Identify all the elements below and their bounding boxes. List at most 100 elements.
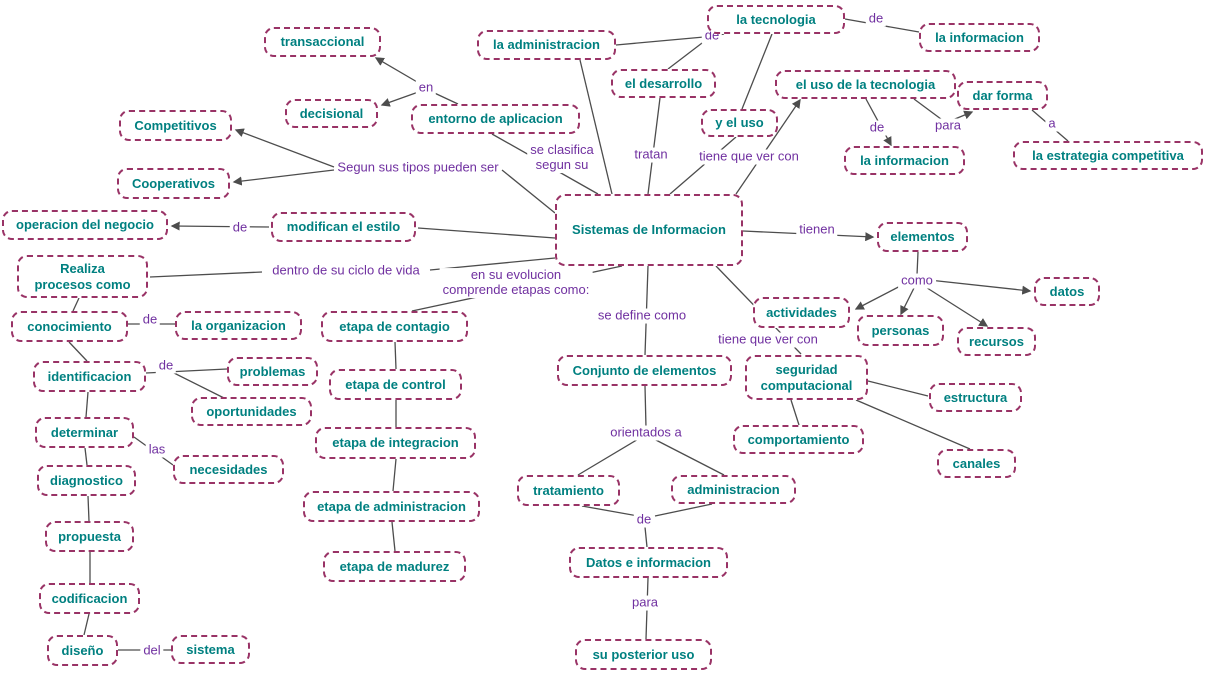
- node-el-uso-de-la-tecnologia[interactable]: el uso de la tecnologia: [775, 70, 956, 99]
- link-label: para: [931, 118, 965, 134]
- node-elementos[interactable]: elementos: [877, 222, 968, 252]
- link-label: de: [633, 512, 655, 528]
- node-administracion[interactable]: administracion: [671, 475, 796, 504]
- link-label: se define como: [594, 308, 690, 324]
- node-sistema[interactable]: sistema: [171, 635, 250, 664]
- node-transaccional[interactable]: transaccional: [264, 27, 381, 57]
- link-label: tratan: [631, 147, 671, 163]
- edge-line: [392, 458, 397, 492]
- link-label: de: [866, 120, 888, 136]
- edge-line: [867, 380, 929, 397]
- node-cooperativos[interactable]: Cooperativos: [117, 168, 230, 199]
- node-la-tecnologia[interactable]: la tecnologia: [707, 5, 845, 34]
- node-identificacion[interactable]: identificacion: [33, 361, 146, 392]
- link-label: dentro de su ciclo de vida: [269, 263, 423, 279]
- node-y-el-uso[interactable]: y el uso: [701, 109, 778, 137]
- edge-line: [167, 369, 225, 399]
- node-diagnostico[interactable]: diagnostico: [37, 465, 136, 496]
- link-label: Segun sus tipos pueden ser: [334, 160, 502, 176]
- node-diseno[interactable]: diseño: [47, 635, 118, 666]
- node-seguridad-computacional[interactable]: seguridad computacional: [745, 355, 868, 400]
- node-recursos[interactable]: recursos: [957, 327, 1036, 356]
- node-necesidades[interactable]: necesidades: [173, 455, 284, 484]
- node-su-posterior-uso[interactable]: su posterior uso: [575, 639, 712, 670]
- link-label: a: [1045, 116, 1059, 132]
- edge-line: [429, 257, 556, 271]
- node-conjunto-de-elementos[interactable]: Conjunto de elementos: [557, 355, 732, 386]
- edge-line: [654, 503, 713, 517]
- edge-line: [501, 169, 556, 214]
- edge-line: [149, 271, 263, 278]
- node-estructura[interactable]: estructura: [929, 383, 1022, 412]
- link-label: se clasifica segun su: [527, 142, 597, 173]
- link-label: tiene que ver con: [696, 149, 802, 165]
- node-comportamiento[interactable]: comportamiento: [733, 425, 864, 454]
- edge-line: [900, 285, 916, 316]
- node-oportunidades[interactable]: oportunidades: [191, 397, 312, 426]
- edge-line: [85, 391, 89, 418]
- node-codificacion[interactable]: codificacion: [39, 583, 140, 614]
- node-decisional[interactable]: decisional: [285, 99, 378, 128]
- node-etapa-de-administracion[interactable]: etapa de administracion: [303, 491, 480, 522]
- edge-line: [651, 437, 725, 476]
- edge-line: [928, 279, 1032, 295]
- edge-line: [735, 98, 801, 195]
- edge-line: [790, 399, 800, 426]
- node-operacion-del-negocio[interactable]: operacion del negocio: [2, 210, 168, 240]
- node-etapa-de-integracion[interactable]: etapa de integracion: [315, 427, 476, 459]
- edge-line: [916, 251, 919, 276]
- edge-line: [391, 521, 396, 552]
- node-actividades[interactable]: actividades: [753, 297, 850, 328]
- edge-line: [741, 33, 773, 110]
- edge-line: [923, 285, 989, 327]
- edge-line: [232, 169, 335, 186]
- node-la-informacion-2[interactable]: la informacion: [844, 146, 965, 175]
- node-la-administracion[interactable]: la administracion: [477, 30, 616, 60]
- node-canales[interactable]: canales: [937, 449, 1016, 478]
- node-personas[interactable]: personas: [857, 315, 944, 346]
- node-la-informacion-1[interactable]: la informacion: [919, 23, 1040, 52]
- node-determinar[interactable]: determinar: [35, 417, 134, 448]
- edge-line: [615, 36, 705, 46]
- node-etapa-de-contagio[interactable]: etapa de contagio: [321, 311, 468, 342]
- link-label: en: [415, 80, 437, 96]
- link-label: para: [628, 595, 662, 611]
- node-dar-forma[interactable]: dar forma: [957, 81, 1048, 110]
- link-label: como: [898, 273, 936, 289]
- node-realiza-procesos-como[interactable]: Realiza procesos como: [17, 255, 148, 298]
- link-label: de: [865, 11, 887, 27]
- edge-line: [913, 98, 946, 123]
- link-label: las: [145, 442, 169, 458]
- edge-line: [84, 447, 88, 466]
- edge-line: [644, 526, 648, 548]
- edge-line: [68, 341, 88, 362]
- node-la-organizacion[interactable]: la organizacion: [175, 311, 302, 340]
- node-datos-e-informacion[interactable]: Datos e informacion: [569, 547, 728, 578]
- node-entorno-de-aplicacion[interactable]: entorno de aplicacion: [411, 104, 580, 134]
- node-modifican-el-estilo[interactable]: modifican el estilo: [271, 212, 416, 242]
- node-etapa-de-madurez[interactable]: etapa de madurez: [323, 551, 466, 582]
- node-problemas[interactable]: problemas: [227, 357, 318, 386]
- node-competitivos[interactable]: Competitivos: [119, 110, 232, 141]
- edge-line: [577, 437, 641, 476]
- edge-line: [234, 128, 335, 168]
- edge-line: [669, 136, 737, 195]
- node-etapa-de-control[interactable]: etapa de control: [329, 369, 462, 400]
- node-sistemas-de-informacion[interactable]: Sistemas de Informacion: [555, 194, 743, 266]
- edge-line: [417, 227, 556, 239]
- node-el-desarrollo[interactable]: el desarrollo: [611, 69, 716, 98]
- node-tratamiento[interactable]: tratamiento: [517, 475, 620, 506]
- edge-line: [170, 221, 270, 231]
- node-propuesta[interactable]: propuesta: [45, 521, 134, 552]
- node-la-estrategia-competitiva[interactable]: la estrategia competitiva: [1013, 141, 1203, 170]
- node-datos[interactable]: datos: [1034, 277, 1100, 306]
- node-conocimiento[interactable]: conocimiento: [11, 311, 128, 342]
- edge-line: [667, 39, 707, 70]
- link-label: de: [229, 220, 251, 236]
- link-label: del: [140, 643, 164, 659]
- edge-line: [581, 505, 639, 517]
- edge-line: [72, 297, 80, 312]
- link-label: de: [155, 358, 177, 374]
